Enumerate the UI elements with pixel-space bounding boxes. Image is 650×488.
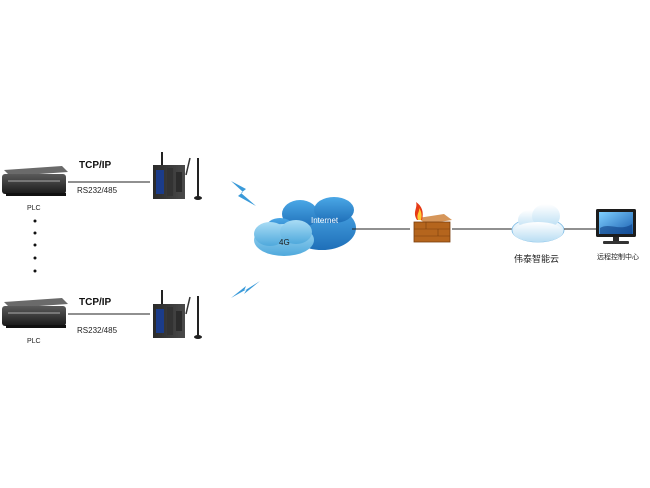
plc-device-bottom — [2, 298, 68, 328]
cellular-label: 4G — [279, 238, 290, 247]
internet-label: Internet — [311, 216, 339, 225]
gateway-device-bottom — [153, 290, 202, 339]
control-center-label: 远程控制中心 — [597, 252, 639, 261]
gateway-device-top — [153, 152, 202, 200]
cellular-4g-cloud — [254, 220, 314, 256]
firewall-icon — [413, 202, 452, 243]
serial-label-bottom: RS232/485 — [77, 326, 118, 335]
more-devices-ellipsis — [33, 219, 37, 273]
wireless-signal-top — [231, 181, 256, 206]
wireless-signal-bottom — [231, 281, 260, 298]
cloud-service-icon — [511, 204, 565, 243]
plc-device-top — [2, 166, 68, 196]
plc-label-top: PLC — [27, 205, 41, 212]
monitor-icon — [596, 209, 636, 244]
protocol-label-bottom: TCP/IP — [79, 297, 112, 308]
serial-label-top: RS232/485 — [77, 186, 118, 195]
plc-label-bottom: PLC — [27, 338, 41, 345]
protocol-label-top: TCP/IP — [79, 160, 112, 171]
cloud-service-label: 伟泰智能云 — [514, 253, 559, 264]
